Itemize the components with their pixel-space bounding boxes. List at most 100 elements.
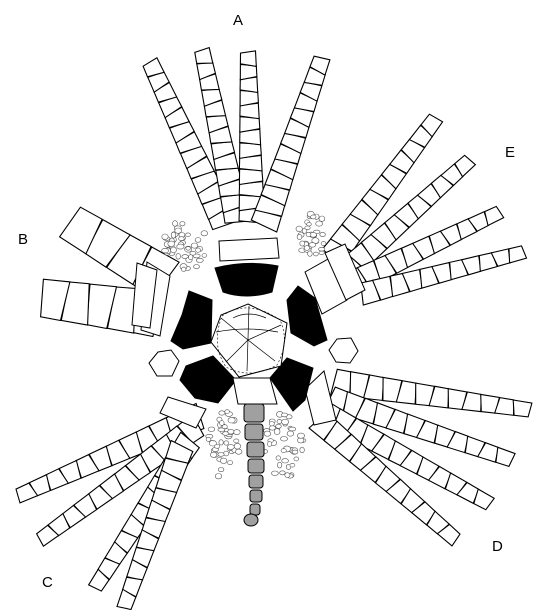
- anal-sac-plate: [250, 490, 262, 502]
- pinnule-cell: [171, 232, 176, 238]
- pinnule-cell: [218, 428, 225, 432]
- pinnule-cell: [277, 419, 282, 423]
- pinnule-cell: [224, 451, 229, 456]
- interradial-plate-left: [149, 350, 179, 376]
- pinnule-cell: [225, 410, 230, 414]
- radial-plate-b: [171, 291, 212, 349]
- pinnule-cell: [296, 226, 302, 232]
- brachial-ossicle: [240, 64, 257, 79]
- pinnule-cell: [209, 440, 216, 446]
- pinnule-cell: [305, 226, 310, 230]
- pinnule-cell: [307, 222, 312, 226]
- pinnule-cell: [316, 221, 323, 226]
- anal-sac-plate: [249, 475, 263, 488]
- pinnule-cell: [281, 413, 287, 417]
- brachial-ossicle: [240, 51, 256, 67]
- pinnule-cell: [269, 426, 275, 431]
- pinnule-cell: [168, 241, 175, 246]
- brachial-ossicle: [513, 400, 532, 417]
- lower-interradial-plate: [233, 378, 277, 404]
- pinnule-cell: [319, 247, 325, 251]
- pinnule-cell: [304, 246, 309, 251]
- pinnule-cluster-lower-right: [262, 411, 306, 478]
- pinnule-cell: [220, 421, 225, 426]
- pinnule-cell: [297, 234, 302, 239]
- pinnule-cell: [320, 232, 326, 236]
- pinnule-cell: [219, 440, 223, 445]
- pinnule-cell: [300, 241, 305, 246]
- radial-plate-a: [215, 263, 278, 296]
- pinnule-cell: [219, 411, 225, 415]
- pinnule-cell: [292, 450, 298, 454]
- anal-sac-plate: [247, 442, 264, 457]
- anal-sac-column: [244, 404, 264, 526]
- brachial-ossicle: [509, 246, 527, 263]
- pinnule-cell: [300, 447, 305, 453]
- brachial-ossicle: [485, 206, 504, 225]
- pinnule-cell: [308, 251, 313, 256]
- pinnule-cell: [224, 441, 229, 445]
- pinnule-cell: [277, 462, 281, 468]
- pinnule-cell: [234, 443, 240, 449]
- anal-sac-plate: [244, 404, 264, 422]
- anal-sac-plate: [250, 504, 260, 515]
- pinnule-cluster-upper-right: [296, 211, 326, 256]
- arm-a-4: [251, 56, 330, 232]
- ray-label-b: B: [18, 231, 28, 248]
- ray-label-e: E: [505, 144, 515, 161]
- pinnule-cell: [182, 267, 186, 271]
- pinnule-cell: [194, 265, 200, 269]
- pinnule-cell: [313, 252, 318, 256]
- pinnule-cluster-lower-left: [206, 410, 242, 479]
- pinnule-cell: [276, 424, 282, 428]
- pinnule-cell: [186, 247, 191, 251]
- pinnule-cell: [285, 473, 290, 478]
- pinnule-cell: [235, 449, 242, 454]
- pinnule-cell: [306, 232, 311, 236]
- pinnule-cell: [189, 255, 193, 260]
- pinnule-cell: [281, 437, 288, 442]
- pinnule-cell: [321, 242, 326, 246]
- pinnule-cell: [227, 445, 234, 450]
- pinnule-cell: [264, 431, 271, 436]
- pinnule-cell: [234, 439, 239, 443]
- pinnule-cell: [202, 254, 207, 258]
- pinnule-cell: [267, 442, 271, 447]
- pinnule-cell: [218, 468, 224, 472]
- pinnule-cell: [228, 461, 233, 465]
- pinnule-cell: [269, 422, 274, 426]
- pinnule-cell: [196, 248, 201, 252]
- pinnule-cell: [175, 228, 182, 233]
- pinnule-cell: [201, 231, 208, 236]
- pinnule-cell: [180, 222, 185, 226]
- pinnule-cell: [177, 244, 184, 249]
- pinnule-cell: [179, 237, 185, 241]
- pinnule-cell: [195, 238, 201, 243]
- pinnule-cell: [162, 234, 168, 240]
- anal-sac-plate: [245, 424, 263, 440]
- brachial-plate-a: [219, 238, 279, 261]
- pinnule-cell: [171, 247, 177, 253]
- brachial-ossicle: [496, 447, 515, 466]
- pinnule-cell: [218, 453, 224, 457]
- ray-label-a: A: [233, 12, 243, 29]
- pinnule-cell: [319, 216, 325, 221]
- brachial-ossicle: [474, 489, 494, 510]
- pinnule-cell: [282, 459, 289, 463]
- pinnule-cell: [176, 253, 181, 259]
- pinnule-cell: [276, 456, 281, 460]
- interradial-plate-right: [329, 338, 358, 363]
- pinnule-cell: [281, 449, 286, 453]
- anal-sac-plate: [248, 459, 264, 473]
- pinnule-cell: [162, 248, 169, 253]
- pinnule-cell: [309, 243, 316, 248]
- pinnule-cell: [228, 417, 235, 423]
- anal-sac-tip: [244, 514, 258, 526]
- pinnule-cell: [287, 431, 294, 436]
- ray-label-d: D: [492, 538, 503, 555]
- pinnule-cell: [186, 233, 191, 237]
- pinnule-cell: [280, 471, 286, 475]
- pinnule-cell: [215, 474, 221, 479]
- pinnule-cell: [297, 433, 304, 438]
